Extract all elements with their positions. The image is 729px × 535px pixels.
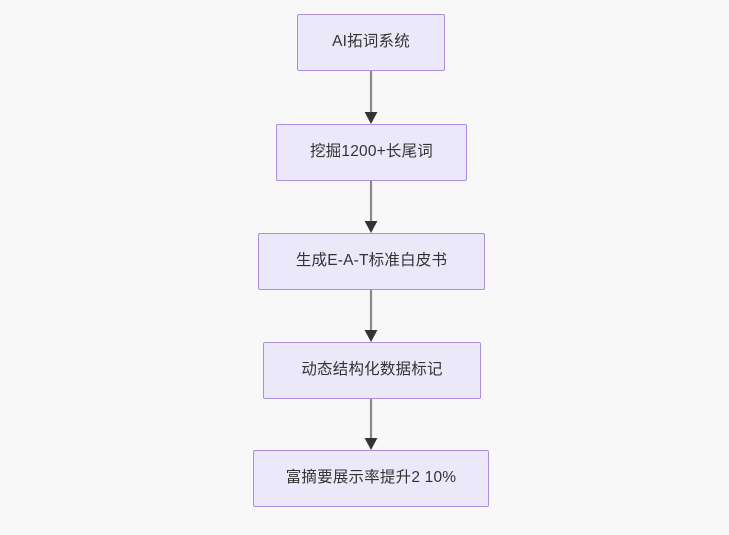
node-label: 生成E-A-T标准白皮书 <box>295 252 448 270</box>
connector-arrow-2 <box>356 181 386 233</box>
flowchart-node-rich-snippet-impression-uplift[interactable]: 富摘要展示率提升2 10% <box>253 450 489 507</box>
connector-arrow-3 <box>356 290 386 342</box>
node-label: 挖掘1200+长尾词 <box>309 143 434 161</box>
node-label: 动态结构化数据标记 <box>301 361 443 379</box>
flowchart-node-generate-eat-whitepaper[interactable]: 生成E-A-T标准白皮书 <box>258 233 485 290</box>
flowchart-node-ai-keyword-system[interactable]: AI拓词系统 <box>297 14 445 71</box>
arrow-line-4-icon <box>364 399 378 450</box>
connector-arrow-1 <box>356 71 386 124</box>
arrow-line-1-icon <box>364 71 378 124</box>
connector-arrow-4 <box>356 399 386 450</box>
node-label: 富摘要展示率提升2 10% <box>285 469 457 487</box>
node-label: AI拓词系统 <box>332 33 410 51</box>
arrow-line-3-icon <box>364 290 378 342</box>
flowchart-node-dynamic-structured-data-markup[interactable]: 动态结构化数据标记 <box>263 342 481 399</box>
arrow-line-2-icon <box>364 181 378 233</box>
flowchart-node-mine-longtail-keywords[interactable]: 挖掘1200+长尾词 <box>276 124 467 181</box>
